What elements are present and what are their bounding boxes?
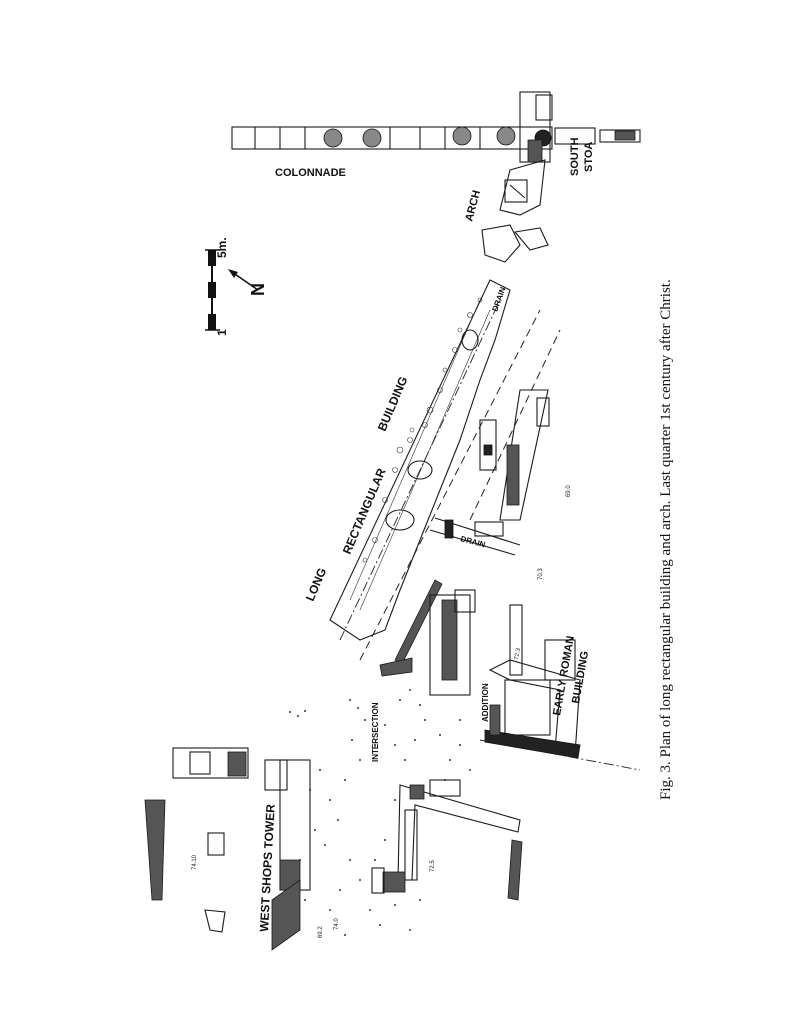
label-intersection: INTERSECTION	[371, 702, 380, 762]
label-west-shops-tower: WEST SHOPS TOWER	[257, 803, 278, 932]
west-shops-tower	[144, 747, 311, 951]
drain-channel	[429, 419, 521, 556]
label-building: BUILDING	[375, 374, 411, 433]
elevation-mark: 72.3	[514, 647, 522, 660]
figure-caption: Fig. 3. Plan of long rectangular buildin…	[658, 279, 674, 800]
elevation-mark: 74.0	[334, 918, 340, 930]
north-arrow-icon: N	[228, 269, 268, 296]
elevation-mark: 69.0	[566, 485, 572, 497]
elevation-mark: 70.3	[538, 568, 544, 580]
colonnade-structure	[231, 91, 641, 163]
label-long: LONG	[303, 566, 329, 603]
column-base	[323, 128, 343, 148]
scale-end-label: 5m.	[215, 237, 229, 258]
early-roman-building	[479, 604, 641, 771]
arch-structure	[481, 159, 549, 263]
south-walls	[371, 779, 523, 901]
column-base	[496, 126, 516, 146]
label-south: SOUTH	[569, 137, 581, 176]
label-early-roman-building: BUILDING	[570, 650, 591, 704]
label-addition: ADDITION	[481, 683, 490, 722]
scale-bar: 1 5m.	[205, 237, 229, 336]
label-stoa: STOA	[583, 142, 595, 172]
east-walls	[499, 389, 550, 521]
label-early-roman: EARLY ROMAN	[551, 635, 577, 717]
column-base	[362, 128, 382, 148]
label-colonnade: COLONNADE	[275, 167, 346, 179]
column-base	[452, 126, 472, 146]
elevation-mark: 74.10	[192, 854, 198, 870]
elevation-mark: 69.2	[318, 926, 324, 938]
scale-start-label: 1	[215, 329, 229, 336]
elevation-mark: 72.5	[430, 860, 436, 872]
north-arrow-label: N	[248, 283, 268, 296]
label-arch: ARCH	[463, 189, 483, 223]
label-drain-north: DRAIN	[490, 286, 507, 313]
central-hatched-walls	[379, 579, 476, 696]
